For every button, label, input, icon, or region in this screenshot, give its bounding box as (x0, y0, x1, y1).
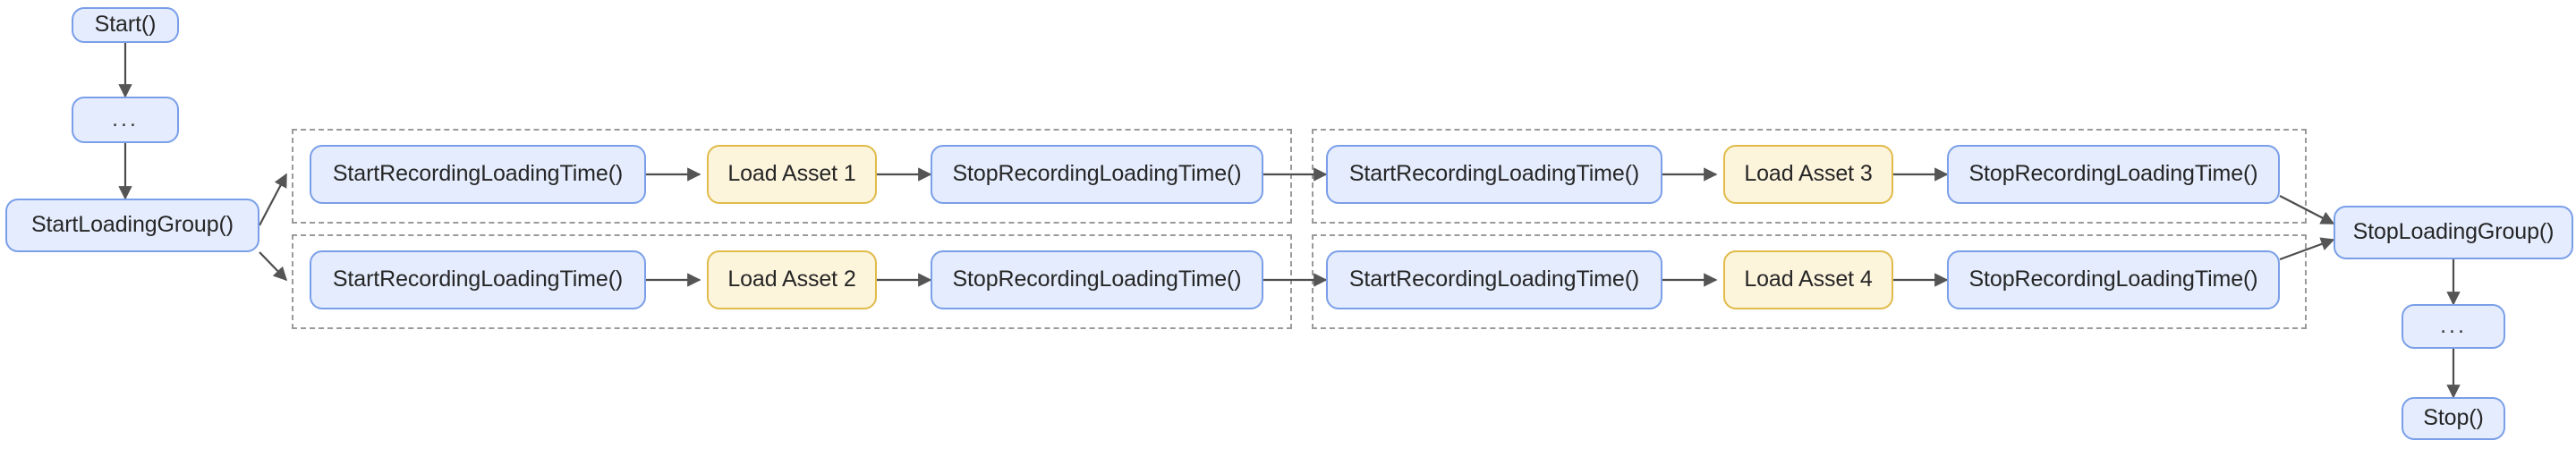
group-2-row-1-step-1[interactable]: StartRecordingLoadingTime() (1326, 145, 1662, 204)
node-start-loading-group[interactable]: StartLoadingGroup() (5, 199, 259, 252)
node-pre-ellipsis[interactable]: ... (72, 97, 179, 143)
group-2-row-1-step-2[interactable]: Load Asset 3 (1723, 145, 1893, 204)
node-start[interactable]: Start() (72, 7, 179, 43)
group-2-row-1-frame (1312, 129, 2307, 224)
node-post-ellipsis[interactable]: ... (2402, 304, 2505, 349)
group-1-row-1-step-2[interactable]: Load Asset 1 (707, 145, 877, 204)
group-1-row-2-step-1[interactable]: StartRecordingLoadingTime() (310, 250, 646, 309)
group-2-row-2-step-1[interactable]: StartRecordingLoadingTime() (1326, 250, 1662, 309)
group-1-row-2-step-3[interactable]: StopRecordingLoadingTime() (931, 250, 1263, 309)
group-1-row-1-step-3[interactable]: StopRecordingLoadingTime() (931, 145, 1263, 204)
node-stop[interactable]: Stop() (2402, 397, 2505, 440)
group-2-row-1-step-3[interactable]: StopRecordingLoadingTime() (1947, 145, 2280, 204)
group-2-row-2-step-3[interactable]: StopRecordingLoadingTime() (1947, 250, 2280, 309)
node-stop-loading-group[interactable]: StopLoadingGroup() (2334, 206, 2573, 259)
edge-startgroup-to-row1 (259, 173, 287, 226)
group-1-row-2-frame (292, 234, 1292, 329)
group-1-row-1-frame (292, 129, 1292, 224)
edge-startgroup-to-row2 (259, 251, 288, 282)
group-1-row-1-step-1[interactable]: StartRecordingLoadingTime() (310, 145, 646, 204)
group-2-row-2-step-2[interactable]: Load Asset 4 (1723, 250, 1893, 309)
group-1-row-2-step-2[interactable]: Load Asset 2 (707, 250, 877, 309)
group-2-row-2-frame (1312, 234, 2307, 329)
